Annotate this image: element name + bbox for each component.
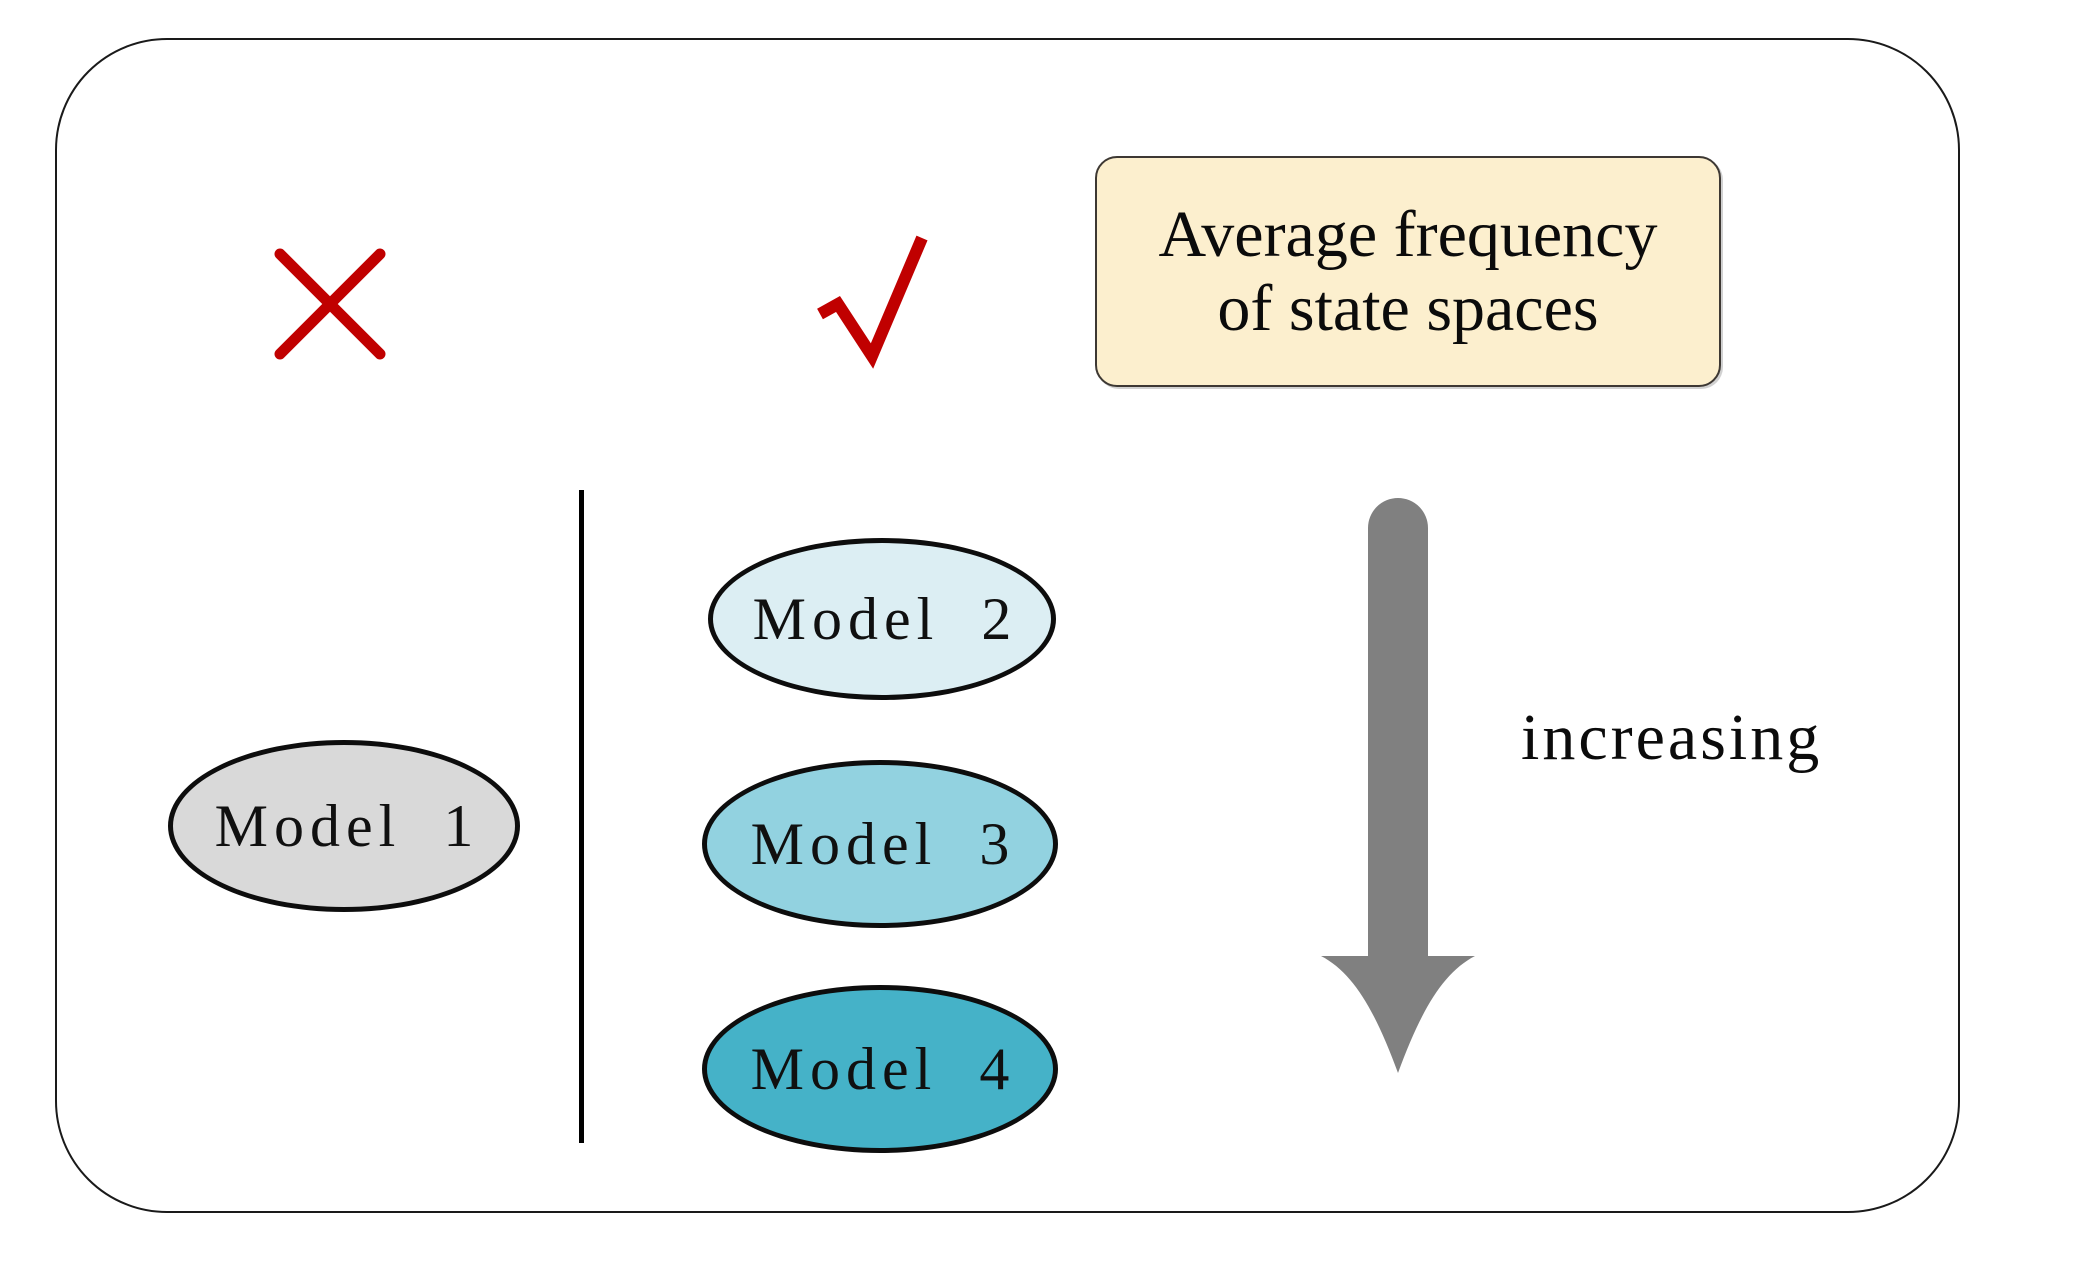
callout-line-1: Average frequency (1158, 197, 1658, 271)
node-model-3[interactable]: Model 3 (702, 760, 1058, 928)
node-model-4[interactable]: Model 4 (702, 985, 1058, 1153)
node-model-1[interactable]: Model 1 (168, 740, 520, 912)
node-label: Model 3 (750, 810, 1016, 877)
callout-line-2: of state spaces (1217, 271, 1599, 345)
vertical-divider (579, 490, 584, 1143)
arrow-label-increasing: increasing (1521, 701, 1823, 774)
node-label: Model 4 (750, 1035, 1016, 1102)
callout-box: Average frequency of state spaces (1095, 156, 1721, 387)
node-label: Model 2 (752, 585, 1018, 652)
check-mark-icon (810, 226, 970, 396)
down-arrow-icon (1312, 468, 1484, 1133)
outer-frame (55, 38, 1960, 1213)
node-model-2[interactable]: Model 2 (708, 538, 1056, 700)
node-label: Model 1 (214, 792, 480, 859)
x-mark-icon (262, 236, 422, 396)
